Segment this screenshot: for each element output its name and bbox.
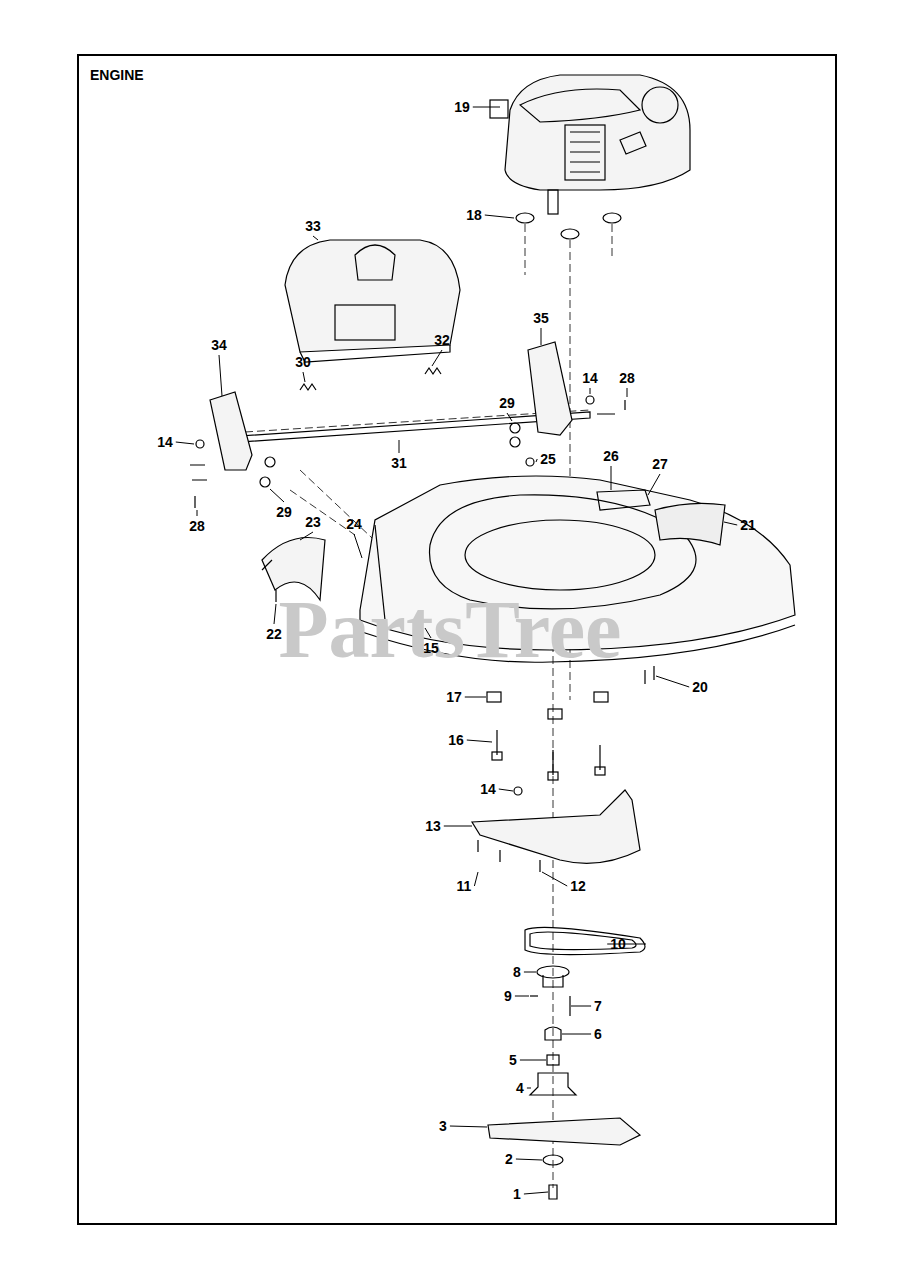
callout-number: 28 — [619, 371, 635, 385]
leader-line — [527, 1088, 531, 1089]
callout-number: 18 — [466, 208, 482, 222]
leader-line — [611, 466, 612, 490]
callout-number: 32 — [434, 333, 450, 347]
callout-number: 10 — [610, 937, 626, 951]
leader-line — [507, 413, 512, 421]
leader-line — [465, 697, 486, 698]
callout-number: 23 — [305, 515, 321, 529]
leader-line — [313, 236, 318, 240]
engine-cover — [285, 240, 460, 362]
leader-line — [176, 442, 194, 444]
leader-line — [303, 372, 305, 382]
callout-number: 4 — [516, 1081, 524, 1095]
callout-number: 25 — [540, 452, 556, 466]
leader-line — [541, 328, 542, 345]
callout-number: 35 — [533, 311, 549, 325]
leader-line — [724, 522, 737, 525]
callout-number: 12 — [570, 879, 586, 893]
callout-number: 16 — [448, 733, 464, 747]
leader-line — [516, 1159, 542, 1160]
belt — [525, 927, 645, 954]
nut — [514, 787, 522, 795]
callout-number: 30 — [295, 355, 311, 369]
callout-number: 31 — [391, 456, 407, 470]
callout-number: 5 — [509, 1053, 517, 1067]
leader-line — [590, 388, 591, 394]
callout-number: 7 — [594, 999, 602, 1013]
callout-number: 20 — [692, 680, 708, 694]
leader-line — [571, 1006, 591, 1007]
belt-housing — [472, 790, 640, 863]
callout-number: 28 — [189, 519, 205, 533]
leader-line — [270, 489, 284, 502]
springs — [300, 368, 441, 390]
leader-line — [485, 215, 514, 218]
callout-number: 21 — [740, 518, 756, 532]
callout-number: 13 — [425, 819, 441, 833]
callout-number: 26 — [603, 449, 619, 463]
leader-line — [300, 532, 313, 540]
leader-line — [524, 1192, 548, 1194]
leader-line — [515, 996, 529, 997]
screws — [262, 560, 276, 602]
callout-number: 27 — [652, 457, 668, 471]
blade-assembly — [488, 966, 640, 1199]
leader-line — [542, 872, 567, 886]
watermark: PartsTree — [278, 589, 621, 671]
leader-line — [536, 459, 537, 462]
leader-line — [627, 388, 628, 397]
leader-line — [656, 676, 689, 687]
handle-bracket-right — [528, 342, 572, 435]
callout-number: 6 — [594, 1027, 602, 1041]
callout-number: 11 — [457, 879, 472, 893]
engine — [490, 75, 690, 214]
leader-line — [450, 1126, 487, 1127]
assembly-lines — [245, 224, 612, 1188]
badge — [655, 503, 725, 545]
leader-line — [399, 440, 400, 453]
callout-number: 8 — [513, 965, 521, 979]
callout-number: 15 — [423, 641, 439, 655]
leader-line — [524, 972, 536, 973]
callout-number: 29 — [276, 505, 292, 519]
callout-number: 19 — [454, 100, 470, 114]
leader-line — [444, 826, 472, 827]
leader-line — [274, 604, 276, 624]
callout-number: 14 — [480, 782, 496, 796]
callout-number: 14 — [157, 435, 173, 449]
title: ENGINE — [90, 68, 144, 82]
callout-number: 1 — [513, 1187, 521, 1201]
leader-line — [473, 107, 500, 108]
callout-number: 22 — [266, 627, 282, 641]
leader-line — [648, 474, 660, 495]
leader-line — [432, 350, 442, 366]
callout-number: 3 — [439, 1119, 447, 1133]
screws — [478, 840, 540, 872]
nuts — [516, 213, 621, 239]
plate — [597, 490, 650, 510]
handle-bracket-left — [210, 392, 252, 470]
callout-number: 17 — [446, 690, 462, 704]
clips-bolts — [487, 692, 608, 780]
leader-line — [474, 872, 478, 886]
screws — [645, 666, 654, 684]
leader-line — [467, 740, 492, 742]
leader-line — [354, 534, 362, 558]
callout-number: 14 — [582, 371, 598, 385]
callout-number: 29 — [499, 396, 515, 410]
callout-number: 9 — [504, 989, 512, 1003]
leader-line — [562, 1034, 591, 1035]
leader-line — [499, 789, 513, 791]
callout-number: 2 — [505, 1152, 513, 1166]
leader-line — [520, 1060, 546, 1061]
leader-line — [219, 355, 222, 396]
callout-number: 34 — [211, 338, 227, 352]
leader-line — [197, 510, 198, 516]
frame — [78, 55, 836, 1224]
callout-number: 33 — [305, 219, 321, 233]
callout-number: 24 — [346, 517, 362, 531]
